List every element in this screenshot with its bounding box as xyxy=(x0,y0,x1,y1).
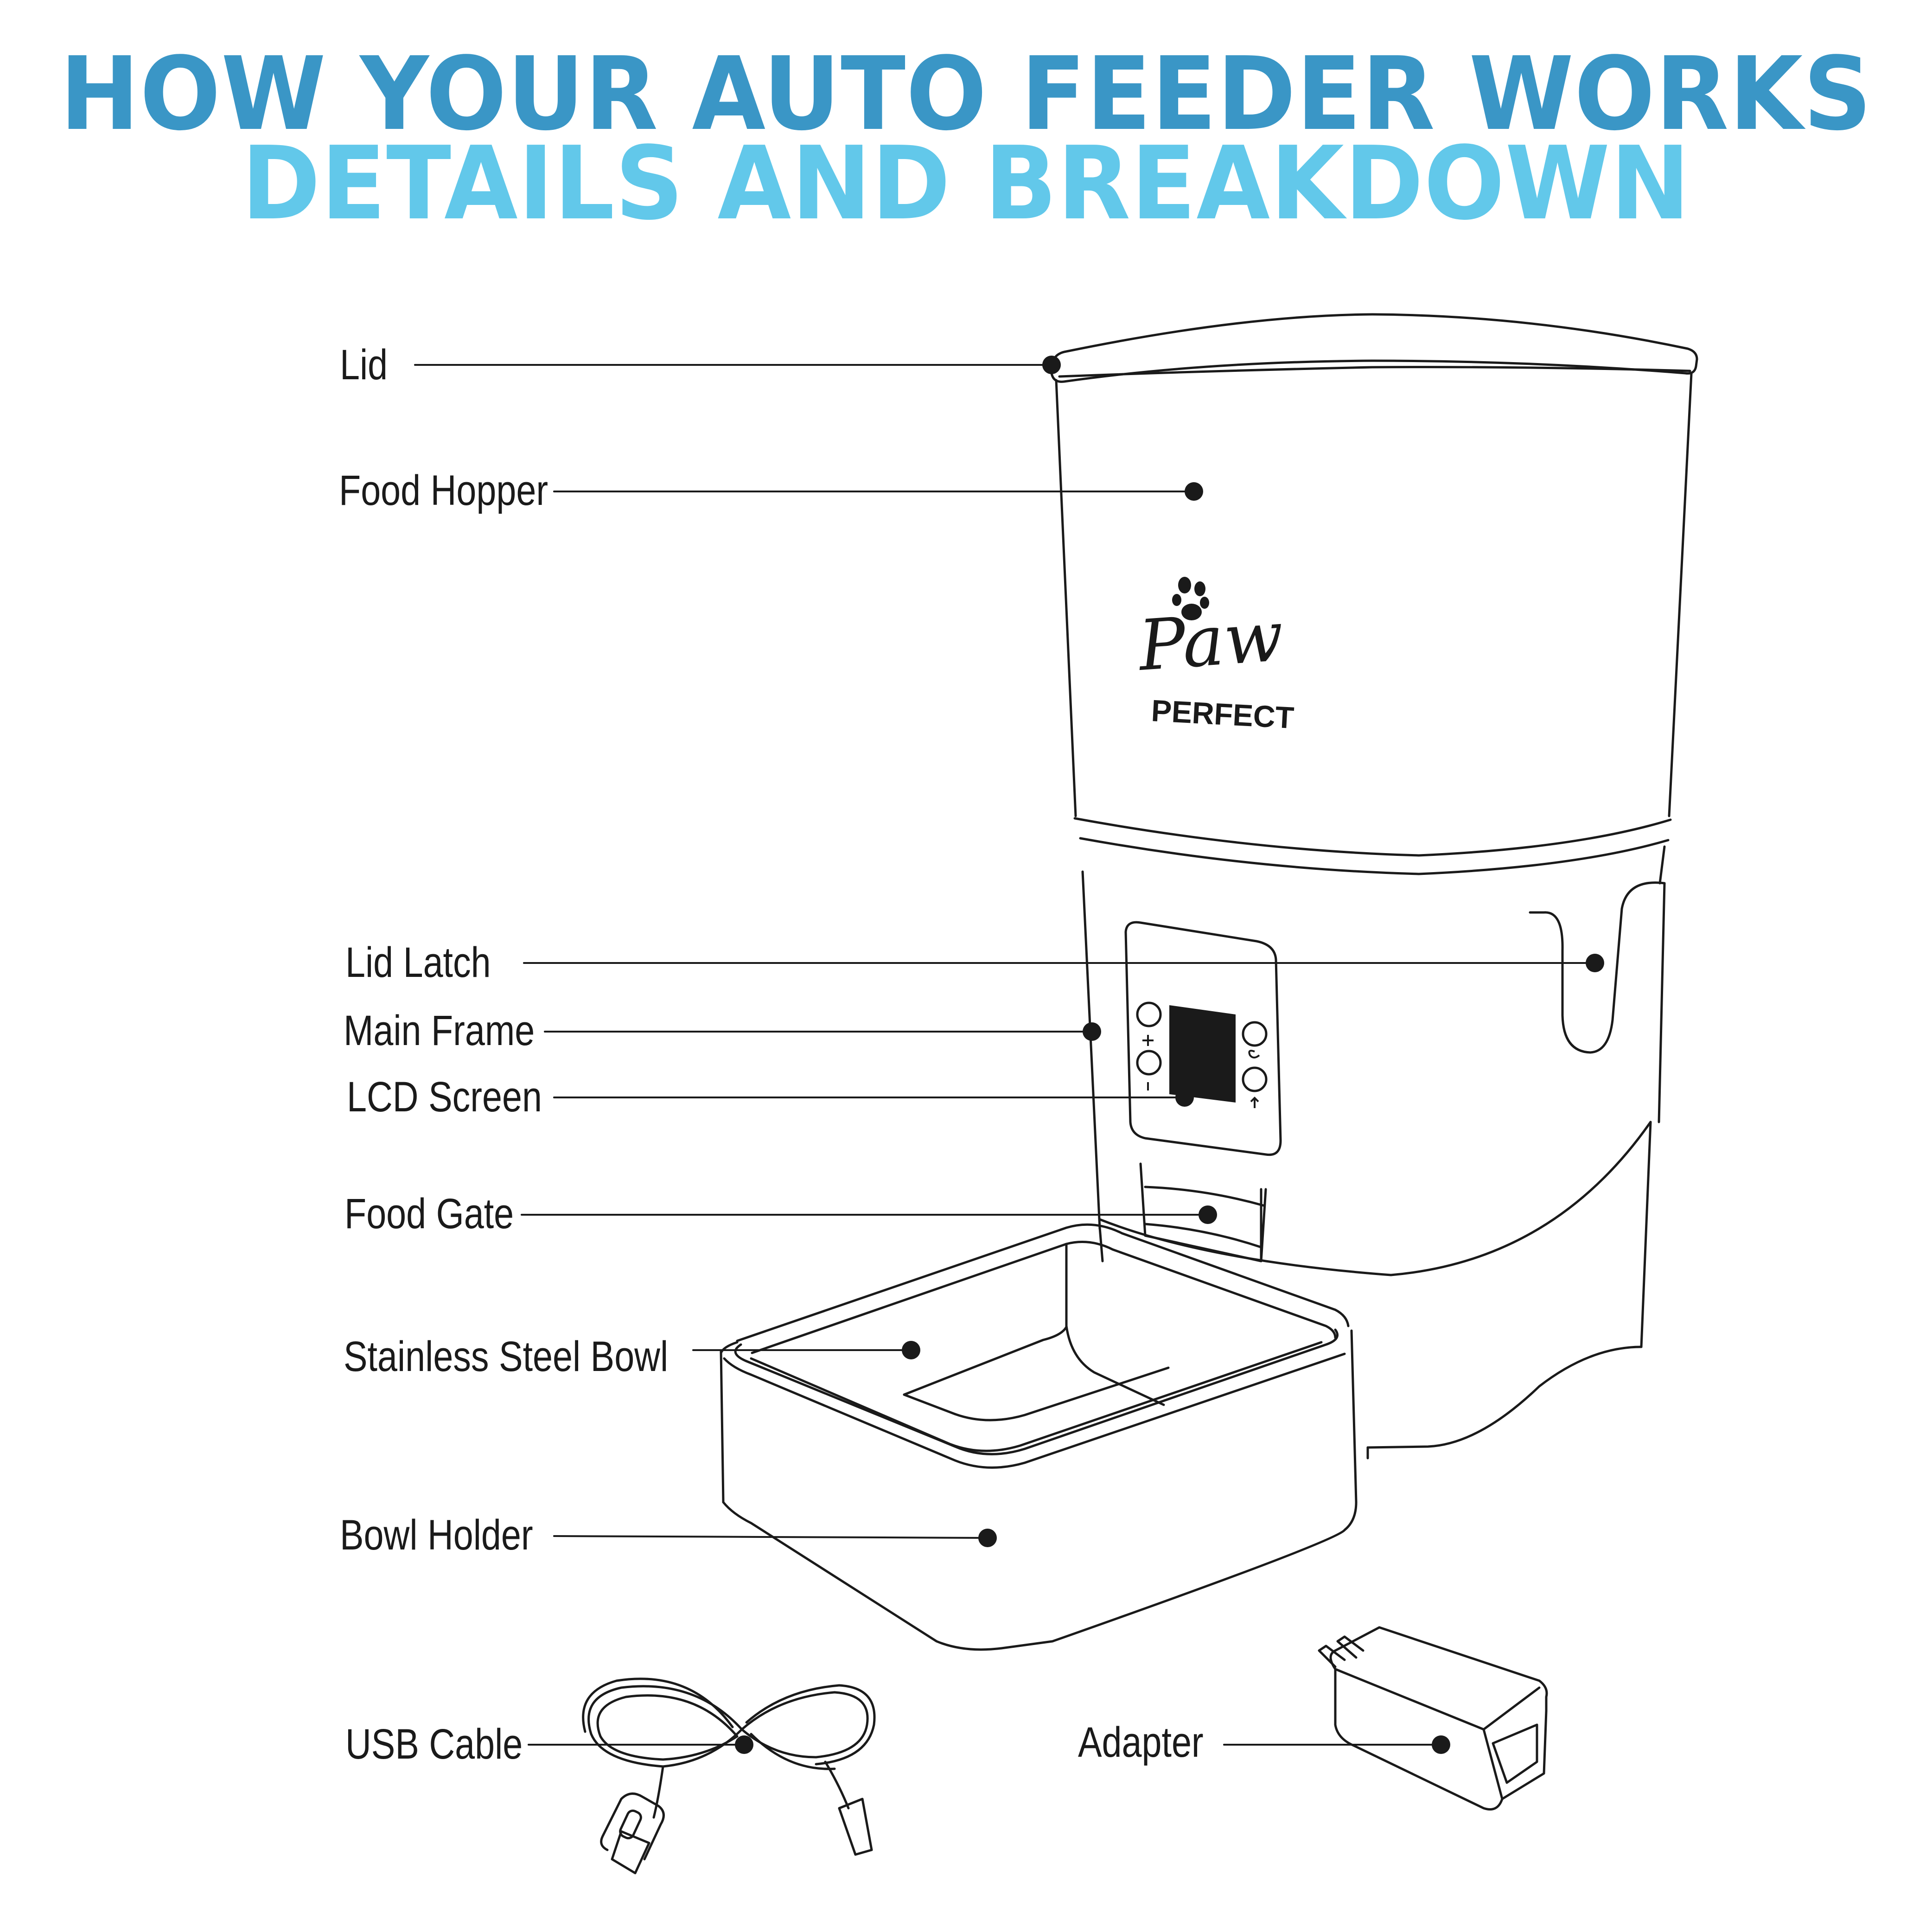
callout-label-usb-cable: USB Cable xyxy=(345,1721,523,1768)
control-button-set xyxy=(1242,1021,1268,1047)
leader-lines xyxy=(414,364,1596,1746)
adapter-dot xyxy=(1432,1735,1450,1754)
control-button-plus xyxy=(1136,1001,1162,1027)
control-panel-shape xyxy=(1124,921,1282,1156)
stainless-steel-bowl-dot xyxy=(902,1341,920,1359)
callout-label-food-gate: Food Gate xyxy=(344,1190,514,1237)
bowl-shape xyxy=(734,1223,1350,1455)
bowl-holder-shape xyxy=(720,1329,1358,1651)
bowl-holder-dot xyxy=(978,1529,997,1547)
callout-label-lid-latch: Lid Latch xyxy=(345,939,491,986)
lid-shape xyxy=(1050,313,1698,383)
food-gate-dot xyxy=(1199,1205,1217,1224)
food-hopper-shape xyxy=(1055,372,1693,875)
callout-label-food-hopper: Food Hopper xyxy=(339,467,548,514)
lid-dot xyxy=(1042,356,1061,374)
callout-dots xyxy=(735,356,1604,1754)
brand-subname: PERFECT xyxy=(1150,693,1294,735)
callout-label-stainless-steel-bowl: Stainless Steel Bowl xyxy=(344,1333,669,1380)
control-button-glyphs xyxy=(1142,1035,1260,1108)
food-gate-shape xyxy=(1098,1162,1267,1262)
callout-label-bowl-holder: Bowl Holder xyxy=(340,1511,533,1559)
lcd-screen-display xyxy=(1169,1005,1236,1103)
brand-logo xyxy=(1172,577,1209,620)
callout-label-main-frame: Main Frame xyxy=(344,1007,535,1054)
title-line-2: DETAILS AND BREAKDOWN xyxy=(241,125,1691,242)
usb-cable-dot xyxy=(735,1735,753,1754)
title-line-1: HOW YOUR AUTO FEEDER WORKS xyxy=(60,36,1872,153)
callout-label-lcd-screen: LCD Screen xyxy=(347,1073,542,1121)
control-buttons xyxy=(1136,1001,1268,1092)
adapter-shape xyxy=(1318,1626,1548,1811)
main-frame-dot xyxy=(1083,1022,1101,1041)
callout-label-lid: Lid xyxy=(340,341,388,389)
lcd-screen-dot xyxy=(1175,1088,1194,1107)
usb-cable-shape xyxy=(582,1677,876,1875)
main-frame-shape xyxy=(1081,845,1666,1460)
paw-print-icon xyxy=(1178,577,1191,593)
brand-name: Paw xyxy=(1135,596,1286,687)
lid-latch-dot xyxy=(1586,954,1604,972)
control-button-return xyxy=(1242,1066,1268,1092)
control-button-minus xyxy=(1136,1050,1162,1076)
callout-label-adapter: Adapter xyxy=(1078,1719,1204,1766)
food-hopper-dot xyxy=(1185,482,1203,501)
